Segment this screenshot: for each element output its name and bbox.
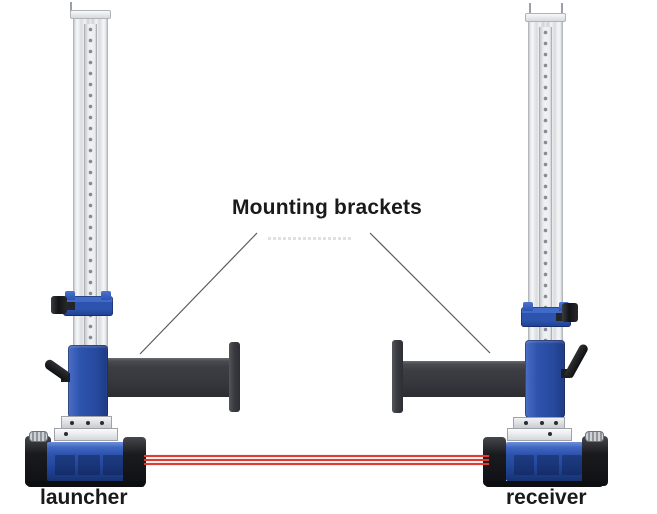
clamp-knob-stem xyxy=(556,313,565,321)
launcher-carriage xyxy=(68,345,108,418)
launcher-lock-lever xyxy=(42,357,70,382)
launcher-adapter-plate-lower xyxy=(54,428,118,441)
base-thumbscrew xyxy=(29,431,48,442)
receiver-lock-lever xyxy=(564,342,590,379)
clamp-knob-stem xyxy=(66,302,75,310)
launcher-base xyxy=(47,442,125,481)
column-pin xyxy=(529,3,531,13)
receiver-clamp-knob xyxy=(562,303,578,322)
screw xyxy=(540,421,544,425)
receiver-mounting-bracket-arm xyxy=(403,361,525,397)
column-pin xyxy=(70,2,72,11)
launcher-clamp xyxy=(63,296,113,316)
receiver-base-end-cap xyxy=(483,437,506,486)
launcher-clamp-knob xyxy=(51,296,67,314)
clamp-ear xyxy=(65,291,75,300)
launcher-label: launcher xyxy=(40,486,128,509)
clamp-ear xyxy=(523,302,533,311)
leader-line-left xyxy=(139,232,258,355)
faint-watermark xyxy=(268,237,352,240)
screw xyxy=(554,421,558,425)
receiver-label: receiver xyxy=(506,486,587,509)
receiver-mounting-bracket-flange xyxy=(392,340,403,413)
base-panel xyxy=(78,455,100,475)
base-bottom-strip xyxy=(27,481,145,487)
launcher-mounting-bracket-flange xyxy=(229,342,240,412)
base-panel xyxy=(55,455,75,475)
mounting-brackets-label: Mounting brackets xyxy=(231,196,423,219)
base-panel xyxy=(562,455,582,475)
launcher-column-cap xyxy=(70,10,111,19)
screw xyxy=(100,421,104,425)
receiver-clamp xyxy=(521,307,571,327)
launcher-column-scale xyxy=(84,24,97,345)
base-bottom-strip xyxy=(485,481,603,487)
screw xyxy=(524,421,528,425)
receiver-column-cap xyxy=(525,13,566,22)
base-panel xyxy=(537,455,559,475)
leader-line-right xyxy=(369,232,491,354)
receiver-adapter-plate-lower xyxy=(507,428,572,441)
beam-lines xyxy=(144,455,489,467)
screw xyxy=(64,432,68,436)
clamp-ear xyxy=(101,291,111,300)
laser-beam xyxy=(144,463,489,465)
launcher-mounting-bracket-arm xyxy=(106,358,230,397)
screw xyxy=(548,432,552,436)
receiver-carriage xyxy=(525,340,565,418)
column-pin xyxy=(561,3,563,13)
screw xyxy=(70,421,74,425)
launcher-base-end-cap xyxy=(25,436,51,486)
laser-beam xyxy=(144,455,489,457)
receiver-base-end-cap xyxy=(582,436,608,486)
base-panel xyxy=(103,455,123,475)
laser-beam xyxy=(144,459,489,461)
screw xyxy=(86,421,90,425)
base-thumbscrew xyxy=(585,431,604,442)
launcher-base-end-cap xyxy=(123,437,146,486)
receiver-base xyxy=(506,442,584,481)
receiver-column-scale xyxy=(539,27,552,340)
base-panel xyxy=(514,455,534,475)
